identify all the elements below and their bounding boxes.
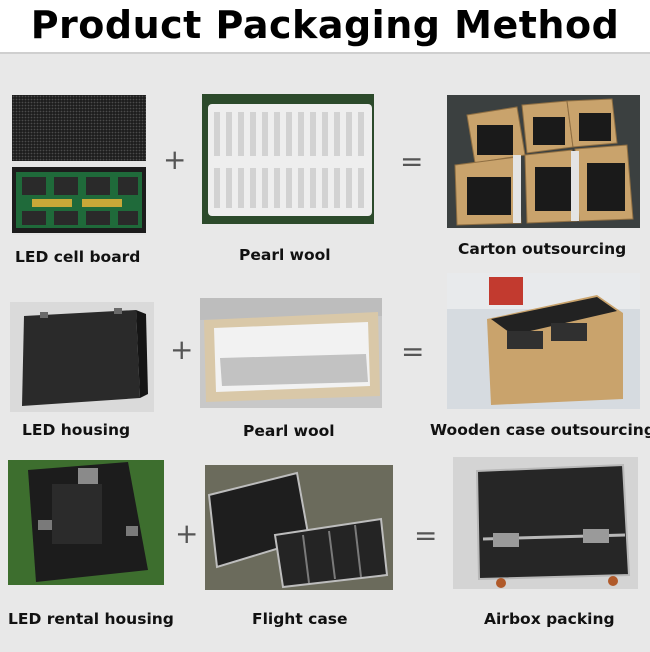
airbox-packing-photo — [453, 457, 638, 589]
led-rental-housing-photo — [8, 460, 164, 585]
label-pearl-wool-1: Pearl wool — [239, 246, 331, 264]
led-housing-photo — [10, 302, 154, 412]
label-led-cell-board: LED cell board — [15, 248, 141, 266]
label-led-housing: LED housing — [22, 421, 131, 439]
label-wooden-case-outsourcing: Wooden case outsourcing — [430, 421, 650, 439]
equals-sign-row3: = — [414, 519, 438, 552]
pearl-wool-photo-1 — [202, 94, 374, 224]
equals-sign-row2: = — [401, 335, 425, 368]
page-title: Product Packaging Method — [0, 0, 650, 52]
led-cell-board-photo — [12, 95, 146, 235]
pearl-wool-photo-2 — [200, 298, 382, 408]
plus-sign-row3: + — [175, 517, 199, 550]
carton-outsourcing-photo — [447, 95, 640, 228]
label-flight-case: Flight case — [252, 610, 348, 628]
wooden-case-photo — [447, 273, 640, 409]
label-led-rental-housing: LED rental housing — [8, 610, 174, 628]
label-airbox-packing: Airbox packing — [484, 610, 615, 628]
plus-sign-row1: + — [163, 143, 187, 176]
flight-case-photo — [205, 465, 393, 590]
label-carton-outsourcing: Carton outsourcing — [458, 240, 627, 258]
plus-sign-row2: + — [170, 333, 194, 366]
equals-sign-row1: = — [400, 145, 424, 178]
label-pearl-wool-2: Pearl wool — [243, 422, 335, 440]
